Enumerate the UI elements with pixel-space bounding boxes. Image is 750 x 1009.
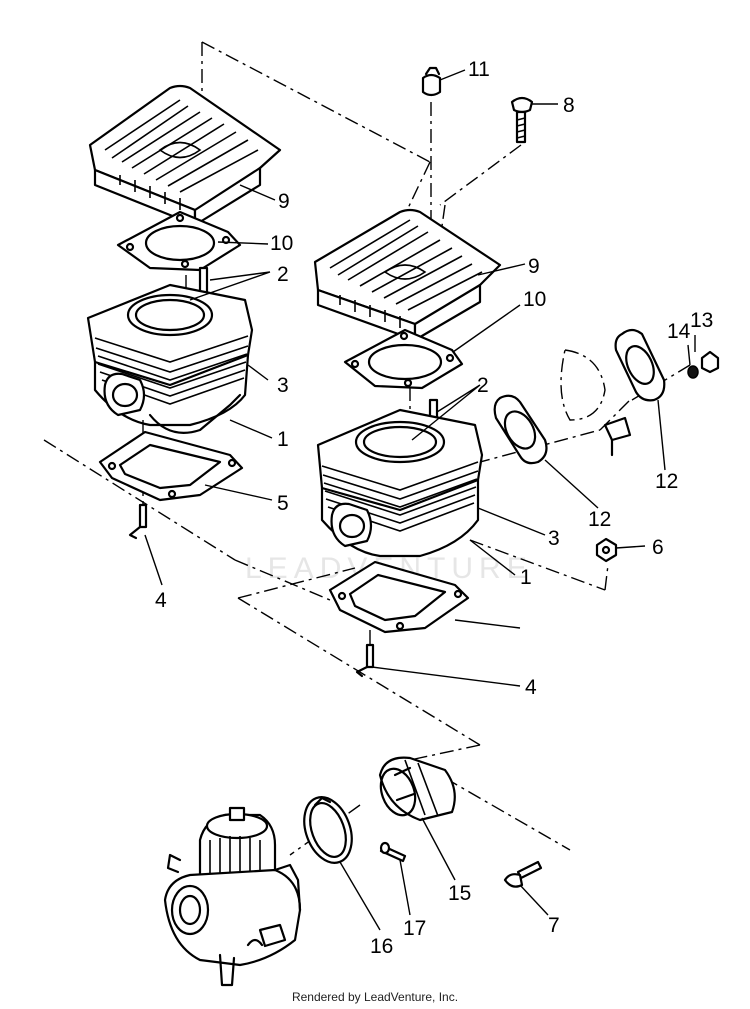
nut-6 — [595, 537, 618, 563]
stud-left — [128, 503, 148, 540]
cylinder-port-left — [103, 372, 242, 434]
callout-4-right: 4 — [525, 676, 537, 699]
cylinder-left — [86, 283, 254, 427]
washer-14 — [687, 365, 699, 379]
bolt-7 — [503, 860, 543, 888]
callout-9-right: 9 — [528, 255, 540, 278]
exhaust-manifold-phantom — [560, 349, 632, 457]
exhaust-gasket-right — [614, 328, 666, 402]
stud-right — [355, 643, 375, 678]
leader-lines — [144, 69, 696, 931]
callout-2-left: 2 — [277, 263, 289, 286]
callout-10-left: 10 — [270, 232, 293, 255]
head-gasket-right — [343, 328, 464, 390]
nut-13 — [700, 350, 720, 374]
callout-1-left: 1 — [277, 428, 289, 451]
cylinder-head-right — [313, 208, 502, 342]
callout-10-right: 10 — [523, 288, 546, 311]
callout-12-right: 12 — [655, 470, 678, 493]
cap-nut-11 — [421, 66, 442, 97]
callout-1-right: 1 — [520, 566, 532, 589]
callout-5: 5 — [277, 492, 289, 515]
callout-8: 8 — [563, 94, 575, 117]
footer-credit: Rendered by LeadVenture, Inc. — [291, 990, 459, 1004]
intake-boot-15 — [378, 756, 456, 822]
callout-3-left: 3 — [277, 374, 289, 397]
callout-16: 16 — [370, 935, 393, 958]
callout-15: 15 — [448, 882, 471, 905]
callout-17: 17 — [403, 917, 426, 940]
base-gasket-left — [98, 430, 244, 502]
head-gasket-left — [116, 210, 242, 272]
bolt-8 — [510, 96, 534, 144]
callout-4-left: 4 — [155, 589, 167, 612]
cylinder-port-right — [330, 502, 373, 548]
callout-12-center: 12 — [588, 508, 611, 531]
cylinder-right — [316, 408, 484, 558]
callout-7: 7 — [548, 914, 560, 937]
base-gasket-right — [328, 560, 470, 634]
clamp-16 — [303, 796, 353, 864]
callout-6: 6 — [652, 536, 664, 559]
screw-17 — [379, 841, 407, 863]
carburetor — [163, 806, 302, 987]
callout-9-left: 9 — [278, 190, 290, 213]
exhaust-gasket-center — [493, 394, 548, 465]
callout-2-right: 2 — [477, 374, 489, 397]
callout-labels: 11 8 9 10 2 3 1 5 4 9 10 2 13 14 12 12 3… — [155, 58, 713, 958]
callout-14: 14 — [667, 320, 691, 343]
callout-11: 11 — [468, 58, 490, 81]
callout-13: 13 — [690, 309, 713, 332]
callout-3-right: 3 — [548, 527, 560, 550]
cylinder-head-left — [88, 84, 282, 227]
